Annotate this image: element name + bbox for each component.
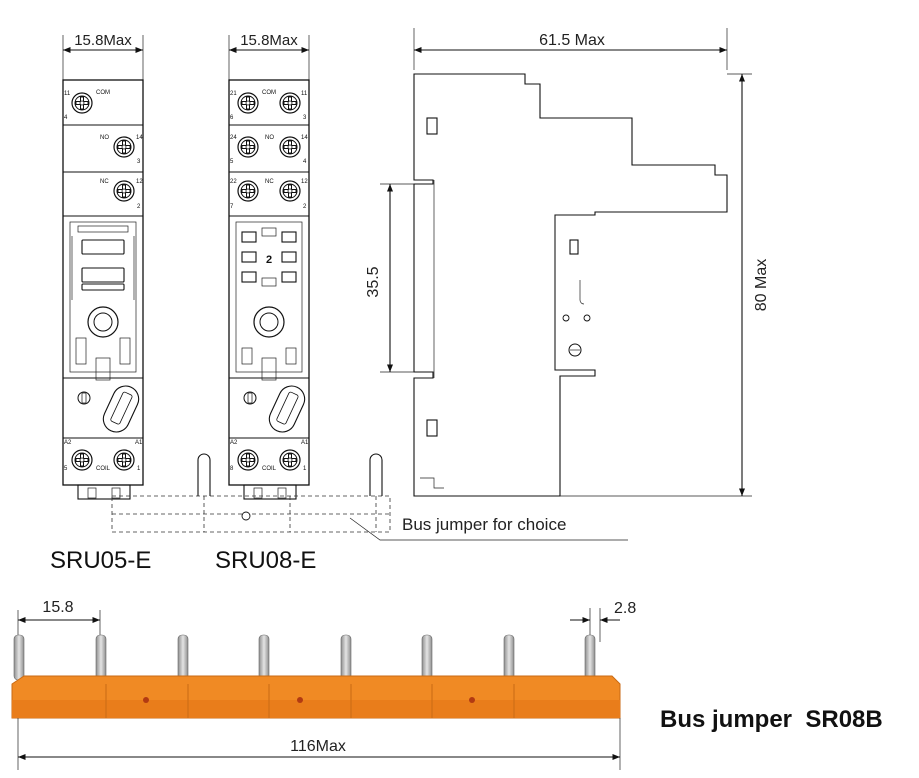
sru08-t24: 24	[230, 135, 237, 141]
sru08-t7: 7	[230, 204, 234, 210]
pitch-label: 15.8	[42, 599, 73, 616]
sru08-t11: 11	[301, 91, 308, 97]
sru05-screw-a2	[71, 449, 93, 471]
sru08-t21: 21	[230, 91, 237, 97]
sru05-t1: 1	[137, 466, 141, 472]
sru05-nc: NC	[100, 179, 109, 185]
pin-label: 2.8	[614, 600, 636, 617]
sru08-t3: 3	[303, 115, 307, 121]
depth-label: 61.5 Max	[539, 32, 605, 49]
sru05-model-label: SRU05-E	[50, 547, 151, 574]
sru08-t14: 14	[301, 135, 308, 141]
sru05-t11: 11	[64, 91, 71, 97]
sru05-t14: 14	[136, 135, 143, 141]
sru08-screw-11	[279, 92, 301, 114]
sru05-a2: A2	[64, 440, 72, 446]
sru05-screw-a1	[113, 449, 135, 471]
sru05-t2: 2	[137, 204, 141, 210]
sru08-t2: 2	[303, 204, 307, 210]
sru05-screw-11	[71, 92, 93, 114]
sru08-com: COM	[262, 90, 276, 96]
sru08-screw-a1	[279, 449, 301, 471]
sru05-socket: 15.8Max 11 COM 4 NO 14 3 NC 12 2 A2 A1 5…	[62, 32, 144, 500]
sru08-screw-24	[237, 136, 259, 158]
sru08-t5: 5	[230, 159, 234, 165]
sru08-screw-21	[237, 92, 259, 114]
sru05-screw-14	[113, 136, 135, 158]
bus-jumper-callout: Bus jumper for choice	[402, 515, 566, 534]
sru08-t6: 6	[230, 115, 234, 121]
sru05-t4: 4	[64, 115, 68, 121]
sru08-socket: 15.8Max 21 COM 11 6 3 24 NO 14 5 4 22 NC…	[228, 32, 310, 500]
sru08-t8: 8	[230, 466, 234, 472]
sru08-screw-12	[279, 180, 301, 202]
sru08-t4: 4	[303, 159, 307, 165]
bus-jumper-outline: Bus jumper for choice	[111, 453, 628, 541]
sru08-screw-22	[237, 180, 259, 202]
sru05-t3: 3	[137, 159, 141, 165]
rail-label: 35.5	[365, 266, 382, 297]
sru08-no: NO	[265, 135, 274, 141]
sru05-t5: 5	[64, 466, 68, 472]
sru08-t12: 12	[301, 179, 308, 185]
length-label: 116Max	[290, 738, 346, 755]
sru05-t12: 12	[136, 179, 143, 185]
sru08-width-label: 15.8Max	[240, 32, 298, 49]
sru08-center-mark: 2	[266, 254, 272, 266]
sru08-t1: 1	[303, 466, 307, 472]
sru08-a1: A1	[301, 440, 309, 446]
sru05-coil: COIL	[96, 466, 111, 472]
sru08-screw-14	[279, 136, 301, 158]
bus-jumper-title: Bus jumper SR08B	[660, 706, 883, 733]
sru05-a1: A1	[135, 440, 143, 446]
height-label: 80 Max	[753, 259, 770, 311]
sru05-no: NO	[100, 135, 109, 141]
sru08-model-label: SRU08-E	[215, 547, 316, 574]
side-view: 61.5 Max 35.5 80 Max	[365, 28, 770, 497]
sru08-coil: COIL	[262, 466, 277, 472]
sru05-screw-12	[113, 180, 135, 202]
sru05-width-label: 15.8Max	[74, 32, 132, 49]
sru08-t22: 22	[230, 179, 237, 185]
bus-jumper-sr08b: 15.8 2.8 116Max	[11, 599, 636, 770]
sru08-screw-a2	[237, 449, 259, 471]
sru08-nc: NC	[265, 179, 274, 185]
sru08-a2: A2	[230, 440, 238, 446]
sru05-com: COM	[96, 90, 110, 96]
